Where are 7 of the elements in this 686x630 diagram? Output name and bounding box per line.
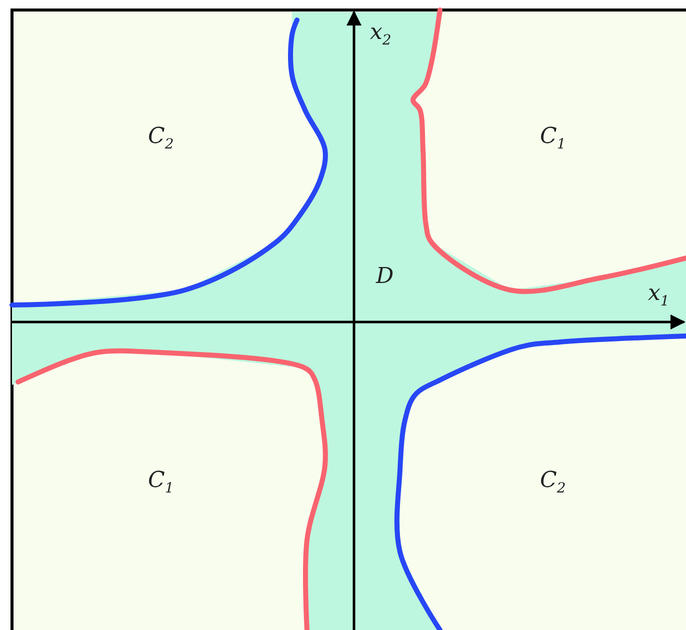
region-label: C$_{1}$: [540, 126, 566, 152]
region-label: C$_{1}$: [148, 470, 174, 496]
region-label: C$_{2}$: [148, 126, 174, 152]
axis-label: x$_{2}$: [370, 22, 392, 48]
region-label: D: [376, 266, 394, 288]
region-label: C$_{2}$: [540, 470, 566, 496]
axis-label: x$_{1}$: [648, 283, 670, 308]
